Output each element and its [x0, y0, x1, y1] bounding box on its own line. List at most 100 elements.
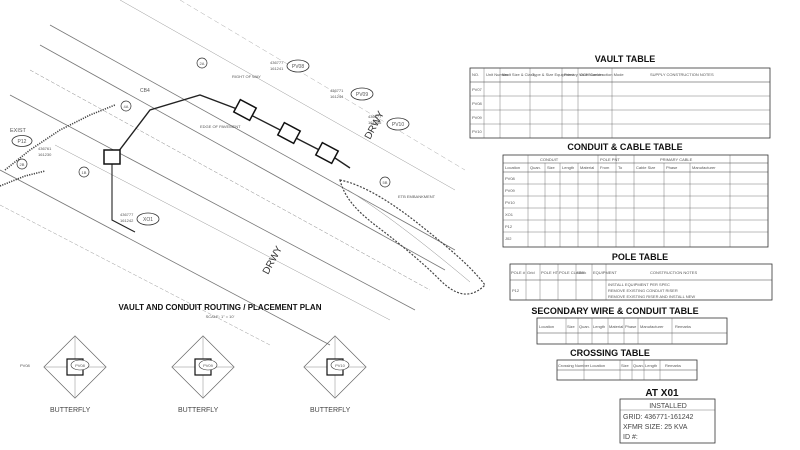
butterfly-label: BUTTERFLY	[310, 407, 351, 414]
butterfly-detail-pv09: PV09 BUTTERFLY	[171, 335, 235, 414]
svg-text:CGH Construction Mode: CGH Construction Mode	[580, 72, 624, 77]
svg-text:Unit Number: Unit Number	[486, 72, 509, 77]
svg-text:161242: 161242	[120, 218, 134, 223]
svg-text:436777: 436777	[270, 60, 284, 65]
vault-pv08-box	[232, 98, 258, 122]
road-label: DRWY	[363, 109, 387, 141]
svg-text:REMOVE EXISTING RISER AND INST: REMOVE EXISTING RISER AND INSTALL NEW	[608, 294, 695, 299]
svg-text:PV09: PV09	[203, 363, 214, 368]
svg-text:Length: Length	[645, 363, 657, 368]
svg-text:Material: Material	[609, 324, 623, 329]
svg-text:SUPPLY CONSTRUCTION NOTES: SUPPLY CONSTRUCTION NOTES	[650, 72, 714, 77]
svg-text:Location: Location	[539, 324, 554, 329]
svg-text:436771: 436771	[330, 88, 344, 93]
svg-text:NO.: NO.	[472, 72, 479, 77]
svg-text:2A: 2A	[200, 61, 205, 66]
title-block-line: ID #:	[623, 434, 638, 441]
svg-text:Size: Size	[567, 324, 576, 329]
butterfly-detail-pv10: PV10 BUTTERFLY	[303, 335, 367, 414]
butterfly-detail-pv08: PV08 PV08 BUTTERFLY	[20, 335, 107, 414]
svg-text:CONDUIT: CONDUIT	[540, 157, 559, 162]
tag-p12: P12	[11, 135, 33, 147]
svg-text:Cable Size: Cable Size	[636, 165, 656, 170]
svg-text:436777: 436777	[368, 114, 382, 119]
title-block-line: GRID: 436771-161242	[623, 414, 694, 421]
vault-table: VAULT TABLE NO. Unit Number Vault Size &…	[469, 54, 771, 139]
svg-text:POLE CLASS: POLE CLASS	[559, 270, 584, 275]
butterfly-label: BUTTERFLY	[50, 407, 91, 414]
crossing-table: CROSSING TABLE Crossing Number Location …	[556, 348, 698, 381]
svg-text:PV10: PV10	[335, 363, 346, 368]
callout-2b: 2B	[16, 158, 28, 170]
svg-text:161244: 161244	[330, 94, 344, 99]
svg-text:Phase: Phase	[666, 165, 678, 170]
svg-text:P12: P12	[505, 224, 513, 229]
svg-text:INSTALL EQUIPMENT PER SPEC: INSTALL EQUIPMENT PER SPEC	[608, 282, 670, 287]
svg-text:Size: Size	[547, 165, 556, 170]
svg-text:PV08: PV08	[292, 64, 304, 70]
svg-text:Manufacturer: Manufacturer	[692, 165, 716, 170]
tag-xo1: XO1	[136, 212, 160, 226]
svg-text:Remarks: Remarks	[665, 363, 681, 368]
routing-plan: PV08 PV09 PV10 XO1 P12 EXIST 436777 1612…	[0, 0, 486, 346]
svg-text:XO1: XO1	[143, 217, 153, 223]
pole-p12-box	[103, 149, 121, 165]
svg-text:161241: 161241	[270, 66, 284, 71]
svg-text:POLE PNT: POLE PNT	[600, 157, 620, 162]
embankment-outline	[339, 179, 486, 295]
svg-text:XO1: XO1	[505, 212, 514, 217]
pole-table: POLE TABLE POLE # Grid POLE HT. POLE CLA…	[509, 252, 773, 301]
svg-text:Type & Size Equipment: Type & Size Equipment	[532, 72, 574, 77]
svg-text:5B: 5B	[383, 180, 388, 185]
plan-title: VAULT AND CONDUIT ROUTING / PLACEMENT PL…	[119, 303, 322, 312]
svg-text:EQUIPMENT: EQUIPMENT	[593, 270, 617, 275]
svg-text:Vault Size & Class: Vault Size & Class	[502, 72, 535, 77]
title-block: AT X01 INSTALLED GRID: 436771-161242 XFM…	[619, 388, 716, 444]
svg-text:2B: 2B	[20, 162, 25, 167]
callout-5b: 5B	[379, 176, 391, 188]
svg-text:Work: Work	[577, 270, 586, 275]
svg-text:161246: 161246	[368, 120, 382, 125]
svg-text:PV10: PV10	[472, 129, 483, 134]
conduit-table-title: CONDUIT & CABLE TABLE	[567, 142, 682, 152]
svg-text:Phase: Phase	[625, 324, 637, 329]
callout-1b: 1B	[78, 166, 90, 178]
secondary-table-title: SECONDARY WIRE & CONDUIT TABLE	[531, 306, 698, 316]
svg-text:CB4: CB4	[140, 88, 150, 94]
svg-text:POLE HT.: POLE HT.	[541, 270, 559, 275]
svg-text:Size: Size	[621, 363, 630, 368]
svg-text:To: To	[618, 165, 623, 170]
vault-table-title: VAULT TABLE	[595, 54, 656, 64]
vault-tag-pv10: PV10	[386, 117, 410, 131]
svg-text:PV10: PV10	[505, 200, 516, 205]
svg-text:161230: 161230	[38, 152, 52, 157]
svg-text:Quan.: Quan.	[579, 324, 590, 329]
svg-text:J02: J02	[505, 236, 512, 241]
conduit-cable-table: CONDUIT & CABLE TABLE CONDUIT POLE PNT P…	[502, 142, 769, 248]
road-label: DRWY	[261, 244, 285, 276]
callout-4a: 4A	[120, 100, 132, 112]
svg-text:PV08: PV08	[75, 363, 86, 368]
svg-text:Material: Material	[580, 165, 594, 170]
svg-text:Primary Vault Number: Primary Vault Number	[564, 72, 604, 77]
svg-text:PRIMARY CABLE: PRIMARY CABLE	[660, 157, 693, 162]
vault-tag-pv09: PV09	[350, 87, 374, 101]
svg-text:Location: Location	[505, 165, 520, 170]
secondary-table: SECONDARY WIRE & CONDUIT TABLE Location …	[531, 306, 728, 345]
svg-text:POLE #: POLE #	[511, 270, 526, 275]
svg-text:PV07: PV07	[472, 87, 483, 92]
svg-text:Grid: Grid	[527, 270, 535, 275]
svg-text:Manufacturer: Manufacturer	[640, 324, 664, 329]
title-block-heading: AT X01	[645, 388, 679, 399]
svg-text:Length: Length	[562, 165, 574, 170]
title-block-status: INSTALLED	[649, 403, 687, 410]
svg-text:Length: Length	[593, 324, 605, 329]
svg-text:P12: P12	[512, 288, 520, 293]
svg-text:EXIST: EXIST	[10, 128, 27, 134]
svg-text:REMOVE EXISTING CONDUIT RISER: REMOVE EXISTING CONDUIT RISER	[608, 288, 678, 293]
plan-scale: SCALE: 1" = 10'	[206, 314, 235, 319]
svg-text:Remarks: Remarks	[675, 324, 691, 329]
vault-pv09-box	[276, 121, 302, 145]
svg-text:1B: 1B	[82, 170, 87, 175]
svg-text:436761: 436761	[38, 146, 52, 151]
